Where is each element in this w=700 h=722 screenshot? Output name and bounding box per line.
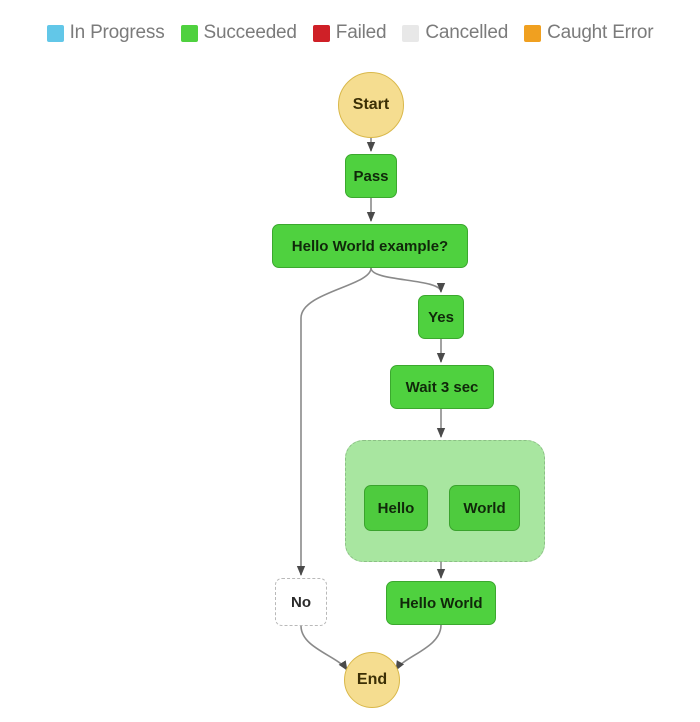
edge-choice-yes bbox=[370, 267, 446, 293]
legend-item-caught-error: Caught Error bbox=[524, 22, 654, 44]
node-pass[interactable]: Pass bbox=[345, 154, 397, 198]
node-choice-label: Hello World example? bbox=[291, 237, 449, 255]
node-no-label: No bbox=[291, 593, 311, 611]
legend-swatch-caught-error bbox=[524, 24, 542, 42]
node-pass-label: Pass bbox=[353, 167, 389, 185]
node-no[interactable]: No bbox=[275, 578, 327, 626]
legend-label-failed: Failed bbox=[335, 22, 387, 43]
legend-swatch-in-progress bbox=[46, 24, 64, 42]
node-world[interactable]: World bbox=[449, 485, 520, 531]
node-hello-world-example-choice[interactable]: Hello World example? bbox=[272, 224, 468, 268]
legend-label-in-progress: In Progress bbox=[69, 22, 165, 43]
node-wait-label: Wait 3 sec bbox=[405, 378, 479, 396]
legend-swatch-cancelled bbox=[402, 24, 420, 42]
legend-label-cancelled: Cancelled bbox=[425, 22, 509, 43]
node-hello-label: Hello bbox=[377, 499, 415, 517]
node-yes[interactable]: Yes bbox=[418, 295, 464, 339]
node-start-label: Start bbox=[352, 96, 390, 113]
node-yes-label: Yes bbox=[428, 308, 454, 326]
node-world-label: World bbox=[463, 499, 506, 517]
legend-swatch-succeeded bbox=[180, 24, 198, 42]
workflow-graph[interactable]: Start Pass Hello World example? Yes Wait… bbox=[0, 56, 700, 722]
legend-item-in-progress: In Progress bbox=[46, 22, 165, 44]
legend-label-succeeded: Succeeded bbox=[203, 22, 297, 43]
node-hello-world[interactable]: Hello World bbox=[386, 581, 496, 625]
node-end-label: End bbox=[356, 671, 388, 688]
legend-item-succeeded: Succeeded bbox=[180, 22, 297, 44]
legend-swatch-failed bbox=[312, 24, 330, 42]
edge-helloworld-end bbox=[395, 624, 442, 671]
node-hello[interactable]: Hello bbox=[364, 485, 428, 531]
legend-item-failed: Failed bbox=[312, 22, 387, 44]
node-hello-world-label: Hello World bbox=[399, 594, 483, 612]
legend-label-caught-error: Caught Error bbox=[547, 22, 654, 43]
edge-no-end bbox=[300, 625, 348, 671]
node-wait-3-sec[interactable]: Wait 3 sec bbox=[390, 365, 494, 409]
legend-item-cancelled: Cancelled bbox=[402, 22, 508, 44]
node-end[interactable]: End bbox=[344, 652, 400, 708]
status-legend: In Progress Succeeded Failed Cancelled C… bbox=[0, 0, 700, 62]
node-start[interactable]: Start bbox=[338, 72, 404, 138]
